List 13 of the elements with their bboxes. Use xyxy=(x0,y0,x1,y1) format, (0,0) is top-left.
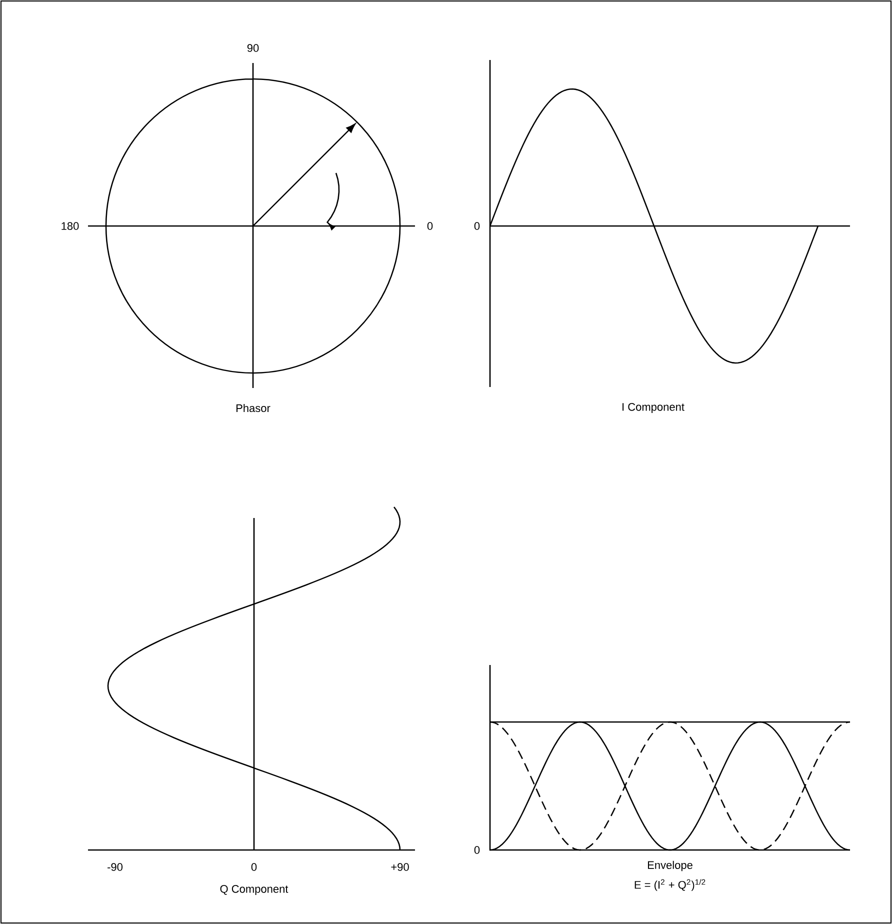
panel-caption: I Component xyxy=(622,403,684,413)
axis-label: 0 xyxy=(427,222,433,230)
axis-label: 180 xyxy=(62,222,79,230)
axis-label: +90 xyxy=(391,863,409,871)
axis-label: 0 xyxy=(474,846,480,854)
axis-label: -90 xyxy=(108,863,122,871)
panel-caption: Q Component xyxy=(220,885,288,895)
axis-label: 0 xyxy=(251,863,257,871)
panel-caption: Phasor xyxy=(236,404,270,412)
axis-label: 0 xyxy=(474,222,480,230)
panel-caption: Envelope xyxy=(648,860,692,872)
formula-caption: E = (I$^{2}$ + Q$^{2}$)$^{1/2}$ xyxy=(634,879,706,891)
axis-label: 90 xyxy=(247,44,259,52)
